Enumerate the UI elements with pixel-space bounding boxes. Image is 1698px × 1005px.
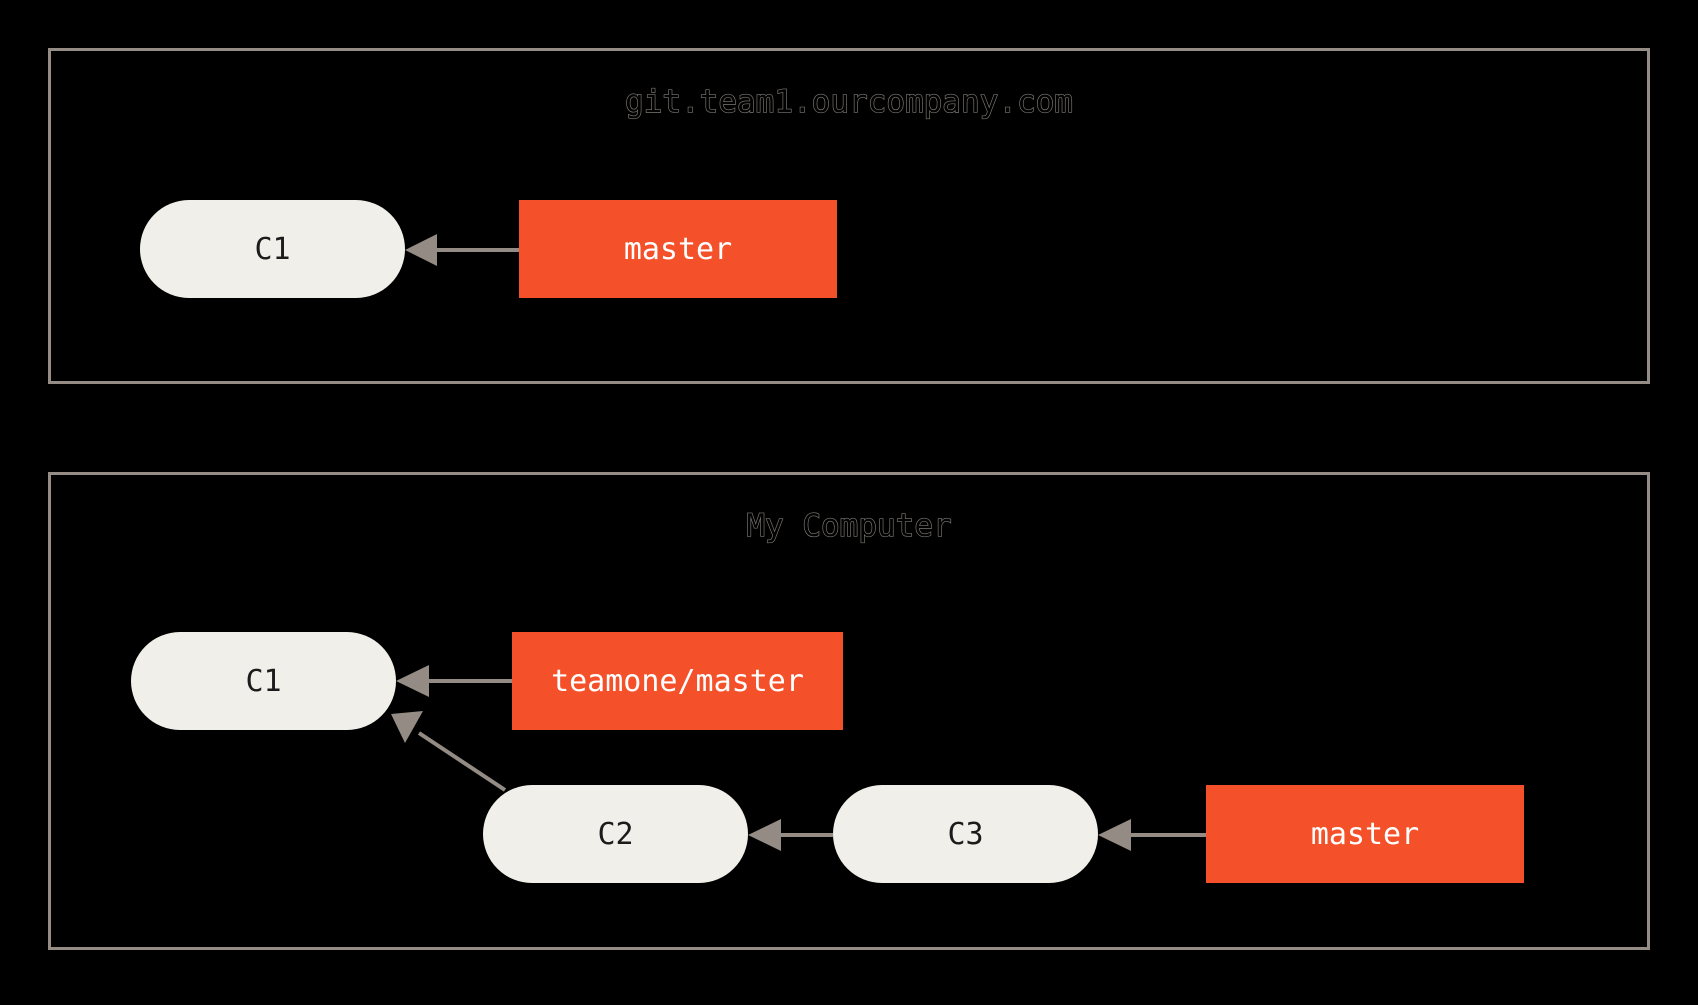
panel-local-title: My Computer [746,507,953,544]
commit-node-local-c3[interactable]: C3 [833,785,1098,883]
branch-label-teamone-master[interactable]: teamone/master [512,632,843,730]
commit-node-remote-c1[interactable]: C1 [140,200,405,298]
panel-remote-title: git.team1.ourcompany.com [624,83,1073,120]
branch-label-local-master[interactable]: master [1206,785,1524,883]
commit-node-local-c2[interactable]: C2 [483,785,748,883]
panel-local-repository: My Computer [48,472,1650,950]
panel-remote-repository: git.team1.ourcompany.com [48,48,1650,384]
branch-label-remote-master[interactable]: master [519,200,837,298]
commit-node-local-c1[interactable]: C1 [131,632,396,730]
